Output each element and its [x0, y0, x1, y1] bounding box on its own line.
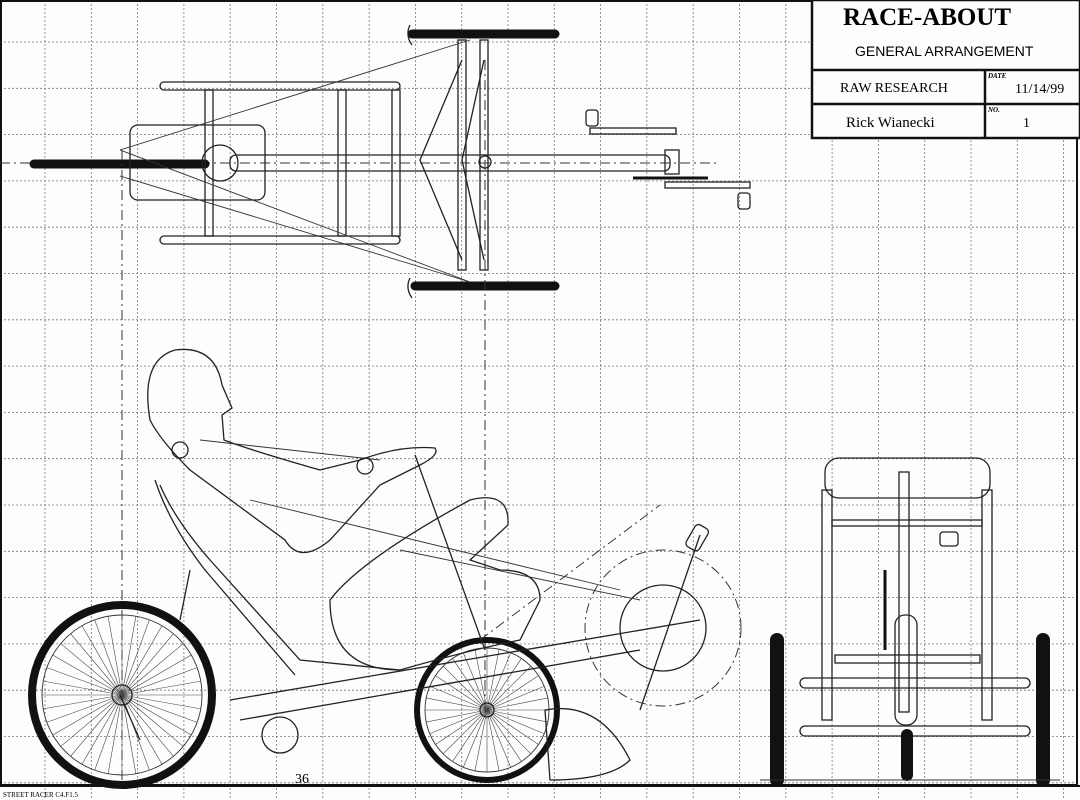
spoke: [52, 694, 123, 736]
spoke: [486, 709, 522, 762]
drawing-date: 11/14/99: [1015, 82, 1064, 97]
sheet-title: GENERAL ARRANGEMENT: [855, 43, 1034, 59]
author-name: Rick Wianecki: [846, 115, 935, 131]
spoke: [121, 694, 198, 723]
spoke: [462, 652, 488, 711]
spoke: [452, 709, 488, 762]
spoke: [486, 685, 545, 711]
spoke: [121, 619, 150, 696]
rear-wheel-spokes: [42, 615, 202, 775]
spoke: [107, 694, 123, 774]
top-view: [0, 24, 751, 299]
spoke: [121, 654, 192, 696]
spoke: [60, 643, 123, 696]
front-view: [760, 457, 1060, 787]
number-label: NO.: [987, 106, 1000, 114]
spoke: [486, 675, 539, 711]
spoke: [426, 697, 488, 711]
spoke: [121, 680, 201, 696]
spoke: [70, 694, 123, 757]
chainring: [619, 584, 707, 672]
spoke: [429, 709, 488, 735]
spoke: [486, 665, 532, 711]
spoke: [46, 694, 123, 723]
spoke: [452, 658, 488, 711]
spoke: [435, 675, 488, 711]
spoke: [486, 709, 532, 755]
spoke: [486, 652, 512, 711]
spoke: [435, 709, 488, 745]
spoke: [429, 685, 488, 711]
front-wheel-spokes: [425, 648, 549, 772]
spoke: [486, 709, 512, 768]
spoke: [121, 694, 201, 710]
side-view: [28, 348, 742, 789]
spoke: [442, 665, 488, 711]
spoke: [474, 709, 488, 771]
spoke: [121, 694, 184, 747]
spoke: [426, 709, 488, 723]
spoke: [462, 709, 488, 768]
spoke: [442, 709, 488, 755]
spoke: [70, 633, 123, 696]
spoke: [486, 709, 539, 745]
spoke: [43, 680, 123, 696]
spoke: [121, 694, 192, 736]
spoke: [121, 694, 163, 765]
spoke: [94, 694, 123, 771]
rear-wheel-side: [28, 601, 216, 789]
spoke: [121, 625, 163, 696]
spoke: [121, 643, 184, 696]
spoke: [486, 658, 522, 711]
spoke: [52, 654, 123, 696]
spoke: [486, 649, 500, 711]
spoke: [121, 694, 150, 771]
spoke: [121, 667, 198, 696]
front-wheel-side: [414, 637, 560, 783]
spoke: [486, 709, 545, 735]
spoke: [121, 616, 137, 696]
spoke: [486, 697, 548, 711]
spoke: [486, 709, 500, 771]
spoke: [486, 709, 548, 723]
title-block: RACE-ABOUT GENERAL ARRANGEMENT RAW RESEA…: [810, 0, 1080, 140]
spoke: [60, 694, 123, 747]
company-name: RAW RESEARCH: [840, 81, 948, 96]
spoke: [121, 694, 174, 757]
spoke: [474, 649, 488, 711]
spoke: [107, 616, 123, 696]
spoke: [43, 694, 123, 710]
drawing-number: 1: [1023, 116, 1030, 131]
spoke: [94, 619, 123, 696]
spoke: [81, 694, 123, 765]
spoke: [121, 694, 137, 774]
spoke: [81, 625, 123, 696]
spoke: [46, 667, 123, 696]
spoke: [121, 633, 174, 696]
date-label: DATE: [987, 72, 1007, 80]
dimension-label: 36: [295, 772, 309, 787]
drawing-id: STREET RACER C4.F1.5: [3, 791, 78, 799]
project-title: RACE-ABOUT: [843, 4, 1011, 31]
